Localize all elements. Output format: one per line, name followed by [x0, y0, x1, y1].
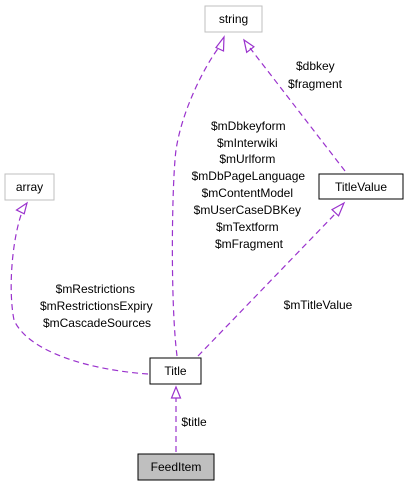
edge-title-to-title-value-arrowhead [330, 201, 346, 217]
edge-label-musercasedbkey: $mUserCaseDBKey [194, 203, 301, 217]
edge-label-mcascadesources: $mCascadeSources [43, 316, 151, 330]
edge-label-title-to-title-value: $mTitleValue [284, 298, 353, 312]
node-title[interactable]: Title [149, 357, 202, 385]
edge-label-mfragment: $mFragment [215, 237, 284, 251]
edge-label-mrestrictionsexpiry: $mRestrictionsExpiry [40, 299, 153, 313]
edge-label-murlform: $mUrlform [219, 152, 275, 166]
node-title-value-label: TitleValue [335, 180, 387, 194]
edge-title-to-array-line [10, 211, 149, 375]
edge-label-title-to-array: $mRestrictions $mRestrictionsExpiry $mCa… [40, 282, 156, 330]
edge-label-minterwiki: $mInterwiki [217, 136, 278, 150]
edge-label-mtitlevalue: $mTitleValue [284, 298, 353, 312]
edge-label-mcontentmodel: $mContentModel [202, 186, 293, 200]
edge-feed-item-to-title-arrowhead [170, 385, 182, 399]
node-array-label: array [16, 180, 43, 194]
edge-title-value-to-string [243, 38, 346, 172]
edge-label-title: $title [181, 415, 207, 429]
node-feed-item[interactable]: FeedItem [137, 453, 215, 481]
node-feed-item-label: FeedItem [151, 460, 202, 474]
edge-title-to-title-value [197, 201, 346, 357]
node-title-label: Title [164, 364, 187, 378]
edge-label-title-value-to-string: $dbkey $fragment [288, 59, 343, 91]
edge-label-mdbpagelanguage: $mDbPageLanguage [192, 169, 306, 183]
edge-label-dbkey: $dbkey [296, 59, 335, 73]
edge-title-value-to-string-line [249, 47, 346, 172]
edge-label-title-to-string: $mDbkeyform $mInterwiki $mUrlform $mDbPa… [192, 119, 309, 251]
edge-label-mtextform: $mTextform [216, 220, 279, 234]
edge-title-to-string-arrowhead [215, 35, 225, 52]
edge-label-mrestrictions: $mRestrictions [56, 282, 135, 296]
edge-title-to-string-line [171, 45, 221, 357]
node-title-value[interactable]: TitleValue [318, 173, 404, 200]
edge-label-fragment: $fragment [288, 77, 343, 91]
edge-title-value-to-string-arrowhead [243, 38, 255, 54]
edge-title-to-string [171, 35, 225, 357]
node-string-label: string [219, 12, 248, 26]
edge-feed-item-to-title [170, 385, 182, 452]
node-array[interactable]: array [4, 173, 55, 201]
edge-label-feed-item-to-title: $title [181, 415, 207, 429]
edge-title-to-array [10, 201, 149, 375]
edge-label-mdbkeyform: $mDbkeyform [211, 119, 286, 133]
edge-title-to-array-arrowhead [15, 201, 28, 215]
node-string[interactable]: string [204, 5, 263, 33]
edge-title-to-title-value-line [197, 212, 337, 357]
